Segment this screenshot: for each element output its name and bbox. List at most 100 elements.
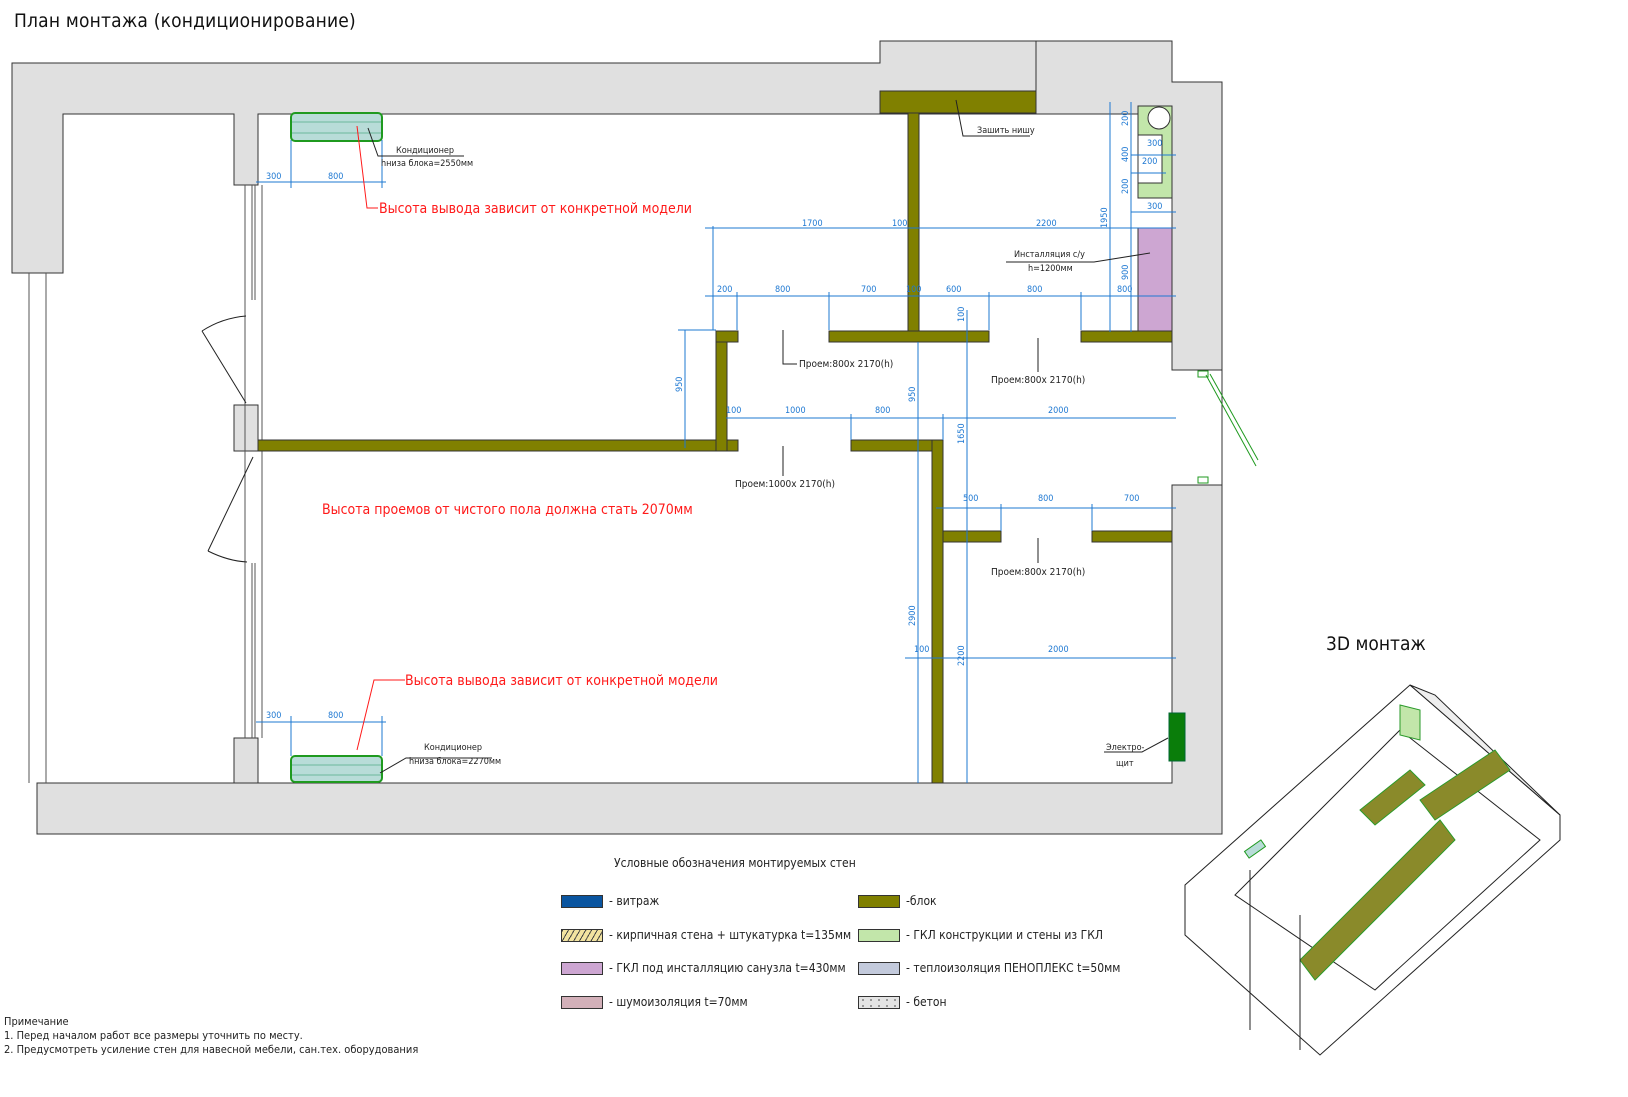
dim-label: 100 xyxy=(892,219,907,229)
legend-item-gkl: - ГКЛ конструкции и стены из ГКЛ xyxy=(858,928,1103,942)
electro-label-2: щит xyxy=(1116,759,1134,769)
dim-label: 800 xyxy=(1027,285,1042,295)
dim-label: 400 xyxy=(1121,147,1131,162)
notes-title: Примечание xyxy=(4,1015,69,1028)
legend-label: - бетон xyxy=(906,995,947,1009)
ac-bottom-height: hнизa блока=2270мм xyxy=(409,756,501,767)
ac-top-height: hнизa блока=2550мм xyxy=(381,158,473,169)
installation-box xyxy=(1137,227,1173,332)
ac-unit-top[interactable] xyxy=(290,112,383,142)
opening-label: Проем:1000х 2170(h) xyxy=(735,479,835,490)
dim-label: 800 xyxy=(875,406,890,416)
leader-lines xyxy=(367,99,1169,774)
installation-height: h=1200мм xyxy=(1028,264,1073,274)
legend-label: -блок xyxy=(906,894,937,908)
legend-swatch xyxy=(858,894,900,908)
dim-label: 300 xyxy=(266,172,281,182)
dim-label: 900 xyxy=(1121,265,1131,280)
dim-label: 2000 xyxy=(1048,406,1069,416)
red-notes: Высота вывода зависит от конкретной моде… xyxy=(322,201,718,689)
opening-label: Проем:800х 2170(h) xyxy=(991,375,1085,386)
dim-label: 800 xyxy=(1117,285,1132,295)
ac-unit-bottom[interactable] xyxy=(290,755,383,783)
legend-swatch xyxy=(561,961,603,975)
dim-label: 200 xyxy=(1142,157,1157,167)
window-pier-bottom xyxy=(233,737,259,784)
installation-label: Инсталляция с/у xyxy=(1014,250,1085,260)
dim-label: 700 xyxy=(1124,494,1139,504)
openings-height-note: Высота проемов от чистого пола должна ст… xyxy=(322,502,693,518)
plan-title: План монтажа (кондиционирование) xyxy=(14,10,356,32)
ac-top-label: Кондиционер xyxy=(396,146,454,156)
dim-label: 100 xyxy=(906,285,921,295)
red-leaders xyxy=(356,125,405,751)
dim-label: 2900 xyxy=(908,605,918,626)
concrete-walls xyxy=(11,40,1223,835)
dimension-lines xyxy=(256,102,1176,783)
legend-label: - теплоизоляция ПЕНОПЛЕКС t=50мм xyxy=(906,961,1121,975)
3d-isometric-view[interactable] xyxy=(1184,684,1561,1056)
dim-label: 1700 xyxy=(802,219,823,229)
dim-label: 100 xyxy=(914,645,929,655)
dim-label: 800 xyxy=(328,172,343,182)
3d-view-title: 3D монтаж xyxy=(1326,633,1426,655)
niche-label: Зашить нишу xyxy=(977,126,1035,136)
legend-item-block: -блок xyxy=(858,894,937,908)
ac-bottom-label: Кондиционер xyxy=(424,743,482,753)
electrical-panel xyxy=(1168,712,1186,762)
block-walls xyxy=(257,90,1173,784)
dim-label: 300 xyxy=(1147,202,1162,212)
dim-label: 2000 xyxy=(1048,645,1069,655)
legend-title: Условные обозначения монтируемых стен xyxy=(614,856,856,870)
outlet-note-bottom: Высота вывода зависит от конкретной моде… xyxy=(405,673,718,689)
legend-swatch xyxy=(561,995,603,1009)
balcony-frame xyxy=(28,185,263,783)
dim-label: 300 xyxy=(266,711,281,721)
balcony-doors xyxy=(201,315,254,563)
legend-swatch xyxy=(858,928,900,942)
legend-label: - витраж xyxy=(609,894,660,908)
dim-label: 100 xyxy=(957,307,967,322)
dim-label: 2200 xyxy=(957,645,967,666)
legend-item-brick: - кирпичная стена + штукатурка t=135мм xyxy=(561,928,851,942)
window-pier xyxy=(233,404,259,452)
legend-item-soundproofing: - шумоизоляция t=70мм xyxy=(561,995,748,1009)
legend-label: - шумоизоляция t=70мм xyxy=(609,995,748,1009)
dim-label: 950 xyxy=(675,377,685,392)
legend-item-vitrazh: - витраж xyxy=(561,894,659,908)
dim-label: 200 xyxy=(717,285,732,295)
legend-item-penoplex: - теплоизоляция ПЕНОПЛЕКС t=50мм xyxy=(858,961,1120,975)
dim-label: 1950 xyxy=(1100,207,1110,228)
legend-label: - ГКЛ конструкции и стены из ГКЛ xyxy=(906,928,1103,942)
dim-label: 300 xyxy=(1147,139,1162,149)
gkl-niche xyxy=(1137,134,1163,184)
legend-item-concrete: - бетон xyxy=(858,995,947,1009)
note-line: 2. Предусмотреть усиление стен для навес… xyxy=(4,1043,419,1056)
dim-label: 600 xyxy=(946,285,961,295)
legend-swatch xyxy=(561,928,603,942)
electro-label: Электро- xyxy=(1106,743,1145,753)
legend-swatch xyxy=(858,995,900,1009)
outlet-note-top: Высота вывода зависит от конкретной моде… xyxy=(379,201,692,217)
dimension-labels: 300 800 300 800 1700 100 2200 200 800 70… xyxy=(266,111,1162,721)
dim-label: 800 xyxy=(1038,494,1053,504)
dim-label: 100 xyxy=(726,406,741,416)
legend-label: - ГКЛ под инсталляцию санузла t=430мм xyxy=(609,961,846,975)
dim-label: 500 xyxy=(963,494,978,504)
legend-label: - кирпичная стена + штукатурка t=135мм xyxy=(609,928,852,942)
dim-label: 700 xyxy=(861,285,876,295)
annotation-labels: Кондиционер hнизa блока=2550мм Кондицион… xyxy=(381,126,1145,769)
legend-swatch xyxy=(561,894,603,908)
dim-label: 200 xyxy=(1121,179,1131,194)
entrance-door xyxy=(1197,370,1259,484)
dim-label: 800 xyxy=(775,285,790,295)
note-line: 1. Перед началом работ все размеры уточн… xyxy=(4,1029,303,1042)
dim-label: 1000 xyxy=(785,406,806,416)
dim-label: 2200 xyxy=(1036,219,1057,229)
legend-swatch xyxy=(858,961,900,975)
legend-item-gkl-installation: - ГКЛ под инсталляцию санузла t=430мм xyxy=(561,961,846,975)
notes-block: Примечание 1. Перед началом работ все ра… xyxy=(4,1015,418,1057)
dim-label: 1650 xyxy=(957,423,967,444)
riser-pipe xyxy=(1147,106,1171,130)
